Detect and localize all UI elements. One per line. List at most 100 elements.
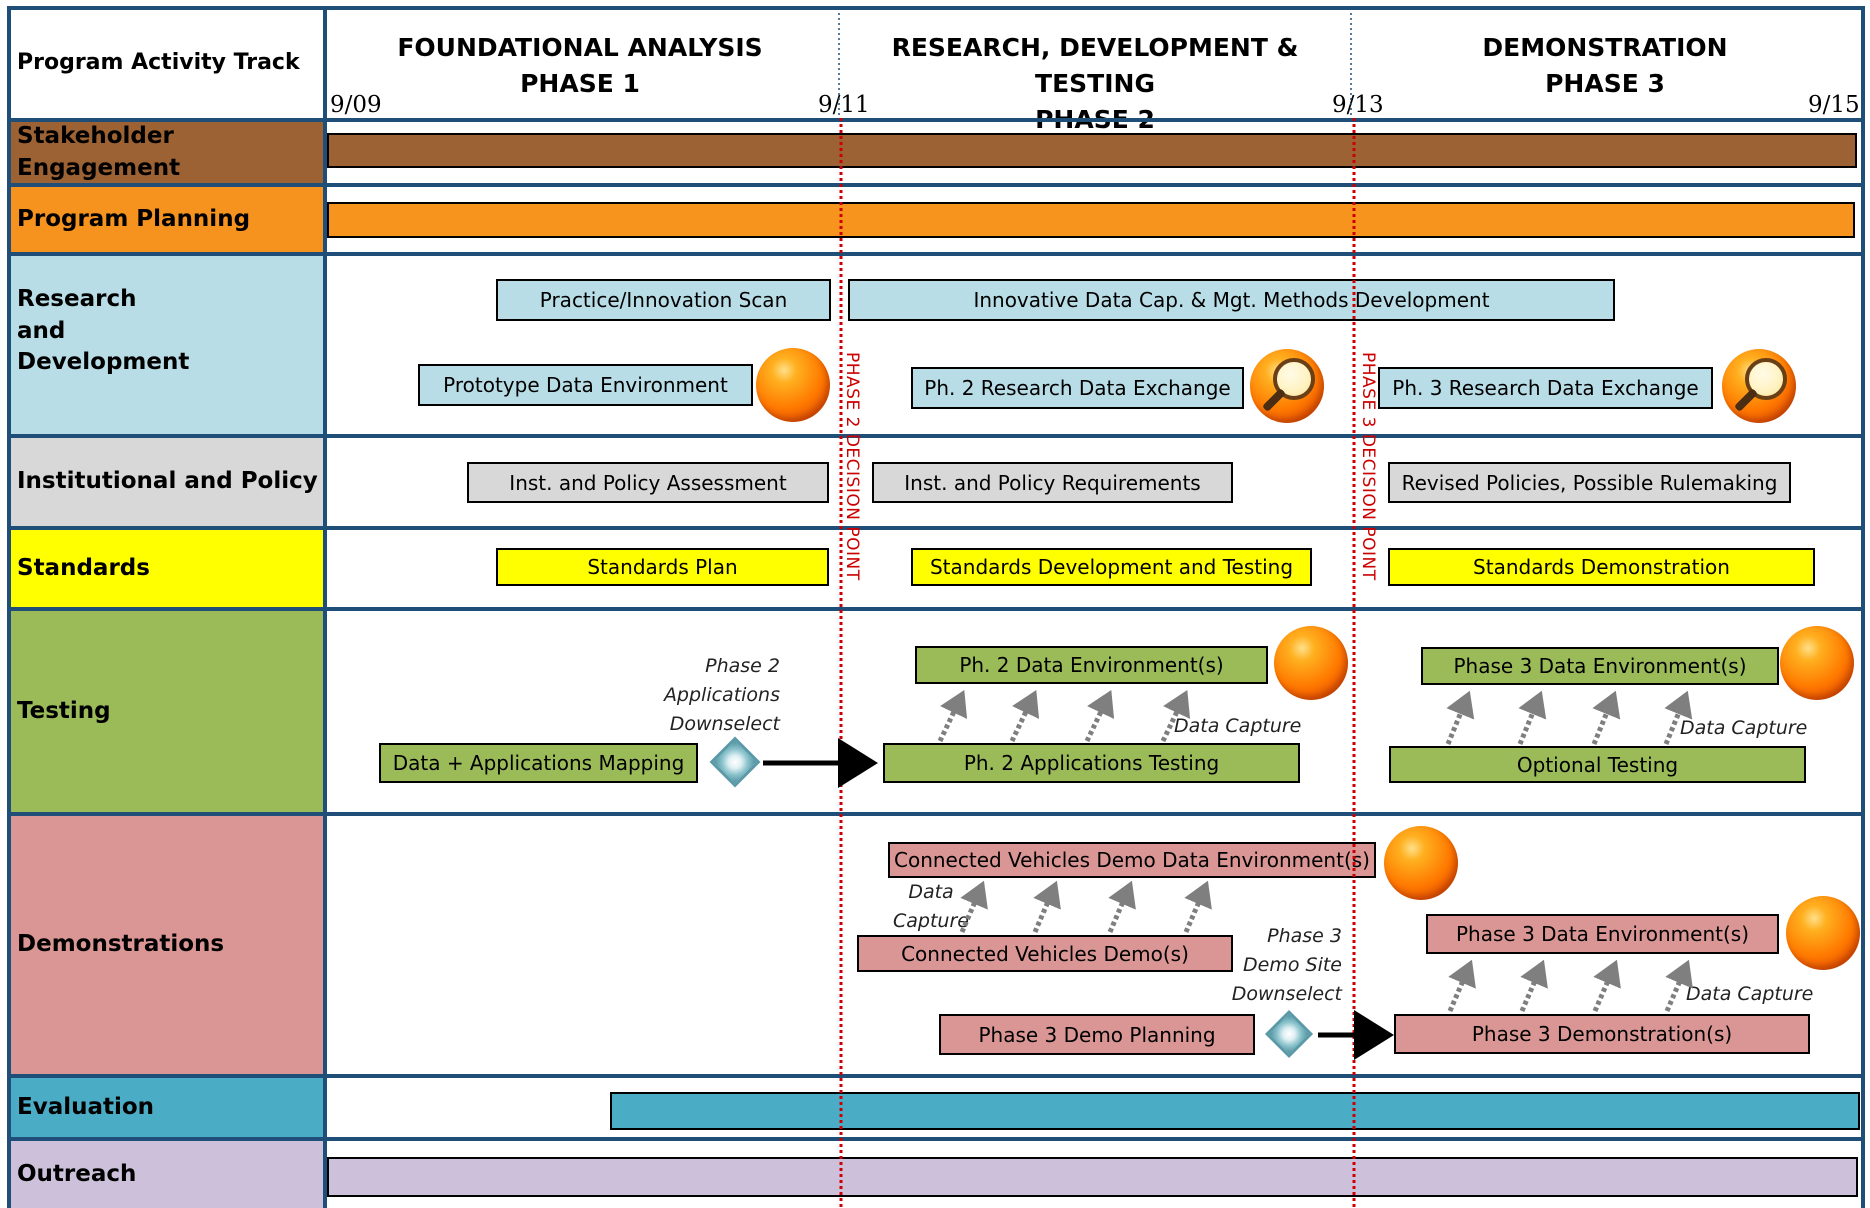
ph3-research-data-exchange-box: Ph. 3 Research Data Exchange [1378, 367, 1713, 409]
note-line: Phase 2 [705, 655, 780, 677]
track-column-header: Program Activity Track [17, 49, 300, 75]
innovative-methods-box: Innovative Data Cap. & Mgt. Methods Deve… [848, 279, 1615, 321]
program-planning-bar [327, 202, 1855, 238]
data-capture-arrow [1447, 959, 1476, 1012]
track-label-demonstrations: Demonstrations [9, 816, 323, 1074]
grid-line [323, 6, 327, 1208]
ph2-data-environment-box: Ph. 2 Data Environment(s) [915, 646, 1268, 684]
optional-testing-box: Optional Testing [1389, 746, 1806, 783]
date-label-start: 9/09 [330, 92, 382, 118]
data-capture-arrow [959, 880, 988, 933]
inst-policy-assessment-box: Inst. and Policy Assessment [467, 462, 829, 503]
data-capture-label: Data Capture [880, 878, 982, 936]
grid-line [7, 6, 11, 1208]
data-capture-label: Data Capture [1174, 715, 1302, 737]
magnifier-orb-icon [1722, 349, 1796, 423]
date-label-phase2: 9/11 [818, 92, 870, 118]
magnifier-lens-icon [1745, 358, 1787, 400]
prototype-data-environment-box: Prototype Data Environment [418, 364, 753, 406]
ph3-demo-planning-box: Phase 3 Demo Planning [939, 1014, 1255, 1055]
phase-3-title: DEMONSTRATION PHASE 3 [1360, 30, 1850, 102]
track-label-standards: Standards [9, 530, 323, 607]
track-label-outreach: Outreach [9, 1141, 323, 1208]
standards-plan-box: Standards Plan [496, 548, 829, 586]
data-environment-orb-icon [1384, 826, 1458, 900]
data-environment-orb-icon [1274, 626, 1348, 700]
magnifier-orb-icon [1250, 349, 1324, 423]
track-label-research-development: Research and Development [9, 256, 323, 434]
track-label-text: Research and Development [17, 286, 190, 376]
grid-line [9, 6, 1863, 10]
track-label-text: Demonstrations [17, 931, 225, 958]
grid-line [9, 812, 1863, 816]
ph2-applications-testing-box: Ph. 2 Applications Testing [883, 743, 1300, 783]
magnifier-lens-icon [1273, 358, 1315, 400]
track-label-text: Program Planning [17, 205, 251, 232]
phase-3-title-line1: DEMONSTRATION [1482, 33, 1728, 62]
data-environment-orb-icon [756, 348, 830, 422]
standards-demonstration-box: Standards Demonstration [1388, 548, 1815, 586]
grid-line [9, 526, 1863, 530]
data-capture-arrow [937, 689, 968, 743]
data-environment-orb-icon [1786, 896, 1860, 970]
data-capture-arrow [1107, 880, 1136, 933]
ph2-research-data-exchange-box: Ph. 2 Research Data Exchange [911, 367, 1244, 409]
grid-line [9, 118, 1863, 122]
inst-policy-requirements-box: Inst. and Policy Requirements [872, 462, 1233, 503]
ph3-demo-data-environment-box: Phase 3 Data Environment(s) [1426, 914, 1779, 954]
data-capture-arrow [1591, 690, 1621, 745]
data-environment-orb-icon [1780, 626, 1854, 700]
grid-line [9, 1137, 1863, 1141]
date-label-end: 9/15 [1808, 92, 1860, 118]
evaluation-bar [610, 1092, 1860, 1130]
date-label-phase3: 9/13 [1332, 92, 1384, 118]
standards-development-box: Standards Development and Testing [911, 548, 1312, 586]
cv-demo-data-environment-box: Connected Vehicles Demo Data Environment… [888, 842, 1376, 878]
grid-line [9, 434, 1863, 438]
practice-innovation-scan-box: Practice/Innovation Scan [496, 279, 831, 321]
data-capture-arrow [1032, 880, 1061, 933]
data-capture-arrow [1664, 959, 1693, 1012]
data-capture-arrow [1663, 690, 1693, 745]
track-label-program-planning: Program Planning [9, 187, 323, 252]
note-line: Phase 3 [1267, 925, 1342, 947]
grid-line [9, 1074, 1863, 1078]
phase2-downselect-note: Phase 2 Applications Downselect [620, 652, 780, 739]
data-capture-label: Data Capture [1680, 717, 1808, 739]
ph3-demonstrations-box: Phase 3 Demonstration(s) [1394, 1014, 1810, 1054]
ph3-data-environment-box: Phase 3 Data Environment(s) [1421, 647, 1779, 685]
grid-line [9, 252, 1863, 256]
phase-1-title: FOUNDATIONAL ANALYSIS PHASE 1 [330, 30, 830, 102]
stakeholder-engagement-bar [327, 133, 1857, 168]
note-line: Downselect [1231, 983, 1342, 1005]
track-label-text: Institutional and Policy [17, 468, 318, 495]
phase-1-title-line2: PHASE 1 [520, 69, 640, 98]
phase-1-title-line1: FOUNDATIONAL ANALYSIS [397, 33, 763, 62]
track-label-testing: Testing [9, 611, 323, 812]
data-capture-arrow [1183, 880, 1212, 933]
note-line: Downselect [669, 713, 780, 735]
data-capture-arrow [1084, 689, 1115, 743]
data-capture-arrow [1517, 690, 1547, 745]
data-capture-arrow [1519, 959, 1548, 1012]
grid-line [9, 607, 1863, 611]
data-applications-mapping-box: Data + Applications Mapping [379, 743, 698, 783]
grid-line [1861, 6, 1865, 1208]
data-capture-arrow [1445, 690, 1475, 745]
note-line: Applications [663, 684, 780, 706]
outreach-bar [327, 1157, 1858, 1197]
data-capture-arrow [1592, 959, 1621, 1012]
track-label-evaluation: Evaluation [9, 1078, 323, 1137]
phase3-demo-site-downselect-note: Phase 3 Demo Site Downselect [1202, 922, 1342, 1009]
note-line: Demo Site [1243, 954, 1342, 976]
cv-demos-box: Connected Vehicles Demo(s) [857, 935, 1233, 972]
data-capture-arrow [1009, 689, 1040, 743]
track-label-text: Testing [17, 697, 111, 724]
revised-policies-box: Revised Policies, Possible Rulemaking [1388, 462, 1791, 503]
note-line: Data [908, 881, 954, 903]
track-label-stakeholder-engagement: Stakeholder Engagement [9, 122, 323, 183]
phase-2-title-line1: RESEARCH, DEVELOPMENT & TESTING [891, 33, 1299, 98]
track-label-institutional-policy: Institutional and Policy [9, 438, 323, 526]
